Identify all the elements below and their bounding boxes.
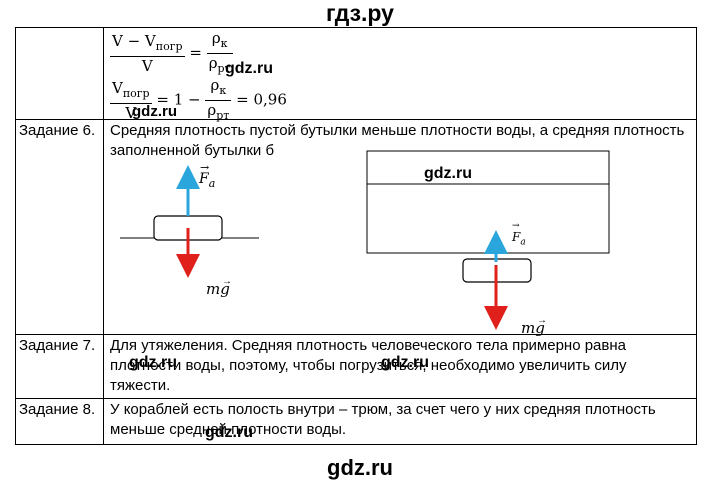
formula-1: V − Vпогр V = ρк ρрт <box>110 29 233 75</box>
watermark-header: гдз.ру <box>326 0 394 26</box>
vector-mark: → <box>537 315 547 326</box>
force-a-label-small: → Fа <box>512 221 526 248</box>
empty-label-cell <box>15 27 104 120</box>
watermark-inline: gdz.ru <box>225 60 273 77</box>
task-row: Задание 7. Для утяжеления. Средняя плотн… <box>15 334 697 399</box>
task-text: Для утяжеления. Средняя плотность челове… <box>103 334 697 399</box>
formula-row: V − Vпогр V = ρк ρрт Vпогр V = 1 − ρк ρр… <box>15 27 697 122</box>
task-text: Средняя плотность пустой бутылки меньше … <box>110 122 685 159</box>
task-label: Задание 8. <box>15 398 104 445</box>
vector-mark: → <box>222 276 232 287</box>
watermark-inline: gdz.ru <box>381 354 429 371</box>
water-tank <box>366 150 610 254</box>
task-text: У кораблей есть полость внутри – трюм, з… <box>103 398 697 445</box>
task-row: Задание 8. У кораблей есть полость внутр… <box>15 398 697 445</box>
watermark-inline: gdz.ru <box>205 424 253 441</box>
gravity-label: mg <box>206 280 230 298</box>
watermark-footer: gdz.ru <box>327 455 393 480</box>
task-label: Задание 6. <box>15 119 104 335</box>
force-a-label: → Fа <box>199 161 216 190</box>
watermark-inline: gdz.ru <box>424 165 472 182</box>
formula-cell: V − Vпогр V = ρк ρрт Vпогр V = 1 − ρк ρр… <box>103 27 697 122</box>
gravity-label-2: mg <box>521 319 545 337</box>
watermark-inline: gdz.ru <box>132 103 177 120</box>
watermark-inline: gdz.ru <box>129 354 177 371</box>
formula-2: Vпогр V = 1 − ρк ρрт = 0,96 <box>110 76 287 122</box>
